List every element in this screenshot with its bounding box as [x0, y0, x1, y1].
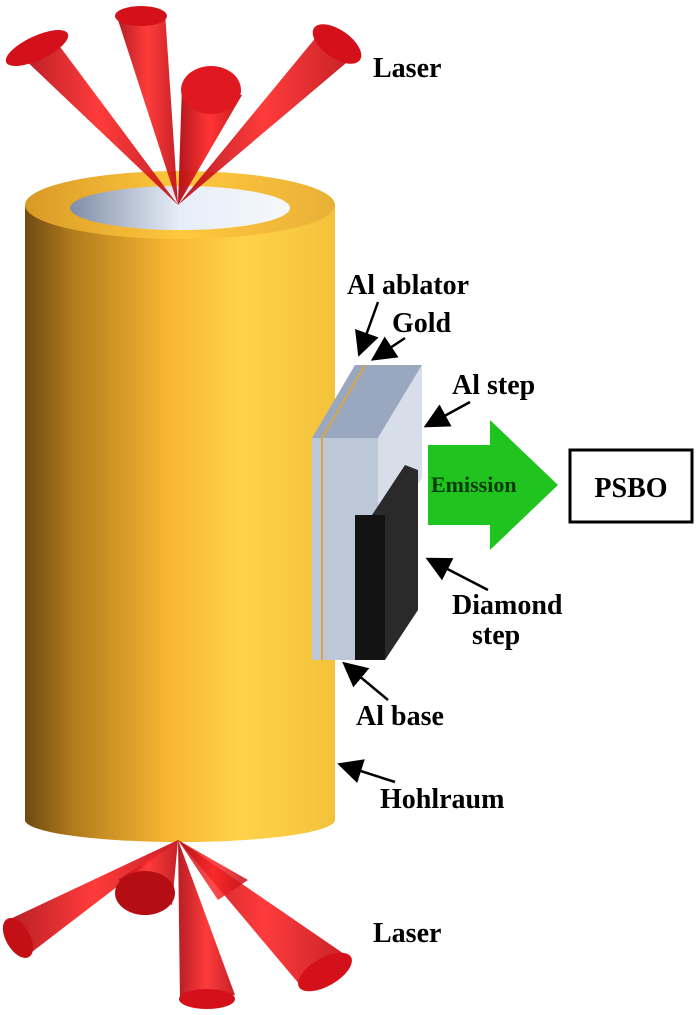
- laser-cone-top-4: [178, 85, 242, 205]
- leader-arrows: [337, 301, 489, 784]
- diamond-step-arrow: [425, 557, 489, 592]
- target-package: [312, 364, 422, 660]
- al-step-top-face: [312, 365, 422, 438]
- laser-cone-bottom-3-base: [179, 989, 235, 1009]
- top-laser-cones: [5, 6, 362, 205]
- bottom-laser-cones: [2, 840, 352, 1009]
- laser-cone-top-2-base: [115, 6, 167, 26]
- laser-cone-bottom-1-base: [2, 918, 34, 958]
- gold-layer-top-line: [321, 364, 366, 439]
- al-base-arrow: [342, 661, 389, 701]
- laser-cone-top-2: [118, 12, 178, 205]
- al-ablator-arrow: [355, 301, 380, 357]
- emission-arrow-shape: [428, 420, 558, 550]
- psbo-box: [568, 448, 694, 524]
- laser-cone-bottom-4-base: [298, 952, 352, 992]
- laser-cone-top-4-base: [181, 66, 241, 114]
- laser-cone-bottom-2-base: [115, 871, 175, 915]
- laser-cone-top-1-base: [5, 29, 69, 67]
- diamond-label-line1: Diamond: [452, 590, 563, 621]
- laser-cone-top-1: [20, 40, 178, 205]
- al-ablator-label: Al ablator: [347, 270, 469, 301]
- hohlraum-opening: [70, 186, 290, 230]
- laser-top-label: Laser: [373, 53, 441, 84]
- laser-cone-bottom-3: [178, 840, 235, 1002]
- hohlraum-label: Hohlraum: [380, 784, 504, 815]
- emission-label: Emission: [431, 472, 517, 497]
- diamond-label-line2: step: [472, 620, 520, 651]
- al-step-label: Al step: [452, 370, 535, 401]
- hohlraum-arrow: [337, 759, 396, 784]
- al-base-label: Al base: [356, 701, 444, 732]
- emission-arrow: Emission: [428, 420, 558, 550]
- laser-cone-bottom-5: [178, 840, 248, 900]
- gold-arrow: [370, 336, 406, 361]
- gold-label: Gold: [392, 308, 452, 339]
- psbo-label: PSBO: [594, 473, 667, 504]
- al-base-front-face: [312, 438, 378, 660]
- al-step-arrow: [423, 400, 471, 428]
- laser-cone-top-3: [178, 30, 352, 205]
- hohlraum-bottom-edge: [25, 798, 335, 842]
- laser-bottom-label: Laser: [373, 918, 441, 949]
- laser-cone-top-3-base: [312, 24, 362, 64]
- hohlraum-body: [25, 205, 335, 820]
- psbo-detector: PSBO: [568, 448, 694, 524]
- diamond-step-front: [355, 515, 385, 660]
- hohlraum-cylinder: [25, 171, 335, 842]
